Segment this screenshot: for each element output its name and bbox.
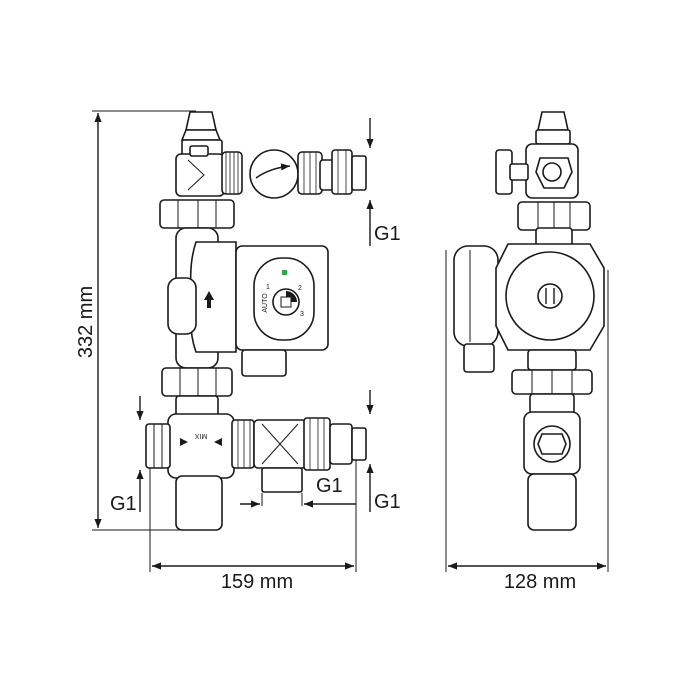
height-dimension-label: 332 mm xyxy=(75,286,97,358)
front-check-valve xyxy=(175,153,225,197)
side-vent-cap xyxy=(537,111,569,131)
side-view xyxy=(453,111,605,531)
thread-callout-bottom: G1 xyxy=(240,475,356,508)
dial-position-2: 2 xyxy=(298,285,302,292)
side-actuator xyxy=(527,473,577,531)
front-view: AUTO 1 2 3 MIX xyxy=(145,111,367,531)
height-dimension: 332 mm xyxy=(75,110,196,531)
front-cable-gland xyxy=(241,349,287,377)
thread-label-left: G1 xyxy=(110,493,137,515)
thread-label-right: G1 xyxy=(374,491,401,513)
front-mixing-valve xyxy=(167,413,235,479)
front-top-outlet-nut xyxy=(331,149,353,195)
side-width-label: 128 mm xyxy=(504,571,576,593)
front-pump-body xyxy=(189,241,237,353)
thread-callout-left: G1 xyxy=(110,396,144,515)
front-thermometer xyxy=(249,149,299,199)
dial-position-3: 3 xyxy=(300,311,304,318)
front-top-union xyxy=(159,199,235,229)
front-left-inlet xyxy=(145,423,171,469)
front-bottom-union xyxy=(161,367,233,397)
dial-indicator-icon xyxy=(282,270,287,275)
mix-label: MIX xyxy=(194,432,207,439)
side-pump-cap xyxy=(537,283,563,309)
front-actuator xyxy=(175,475,223,531)
dial-auto-label: AUTO xyxy=(262,293,269,313)
thread-callout-top-right: G1 xyxy=(366,118,401,246)
side-width-dimension: 128 mm xyxy=(445,250,609,593)
dial-position-1: 1 xyxy=(266,284,270,291)
front-width-dimension: 159 mm xyxy=(149,430,357,593)
front-bottom-outlet xyxy=(351,427,367,461)
thread-label-bottom: G1 xyxy=(316,475,343,497)
front-width-label: 159 mm xyxy=(221,571,293,593)
thread-label-top: G1 xyxy=(374,223,401,245)
side-motor-cap xyxy=(453,245,499,347)
thread-callout-right: G1 xyxy=(366,390,401,513)
front-vent-cap xyxy=(185,111,217,131)
